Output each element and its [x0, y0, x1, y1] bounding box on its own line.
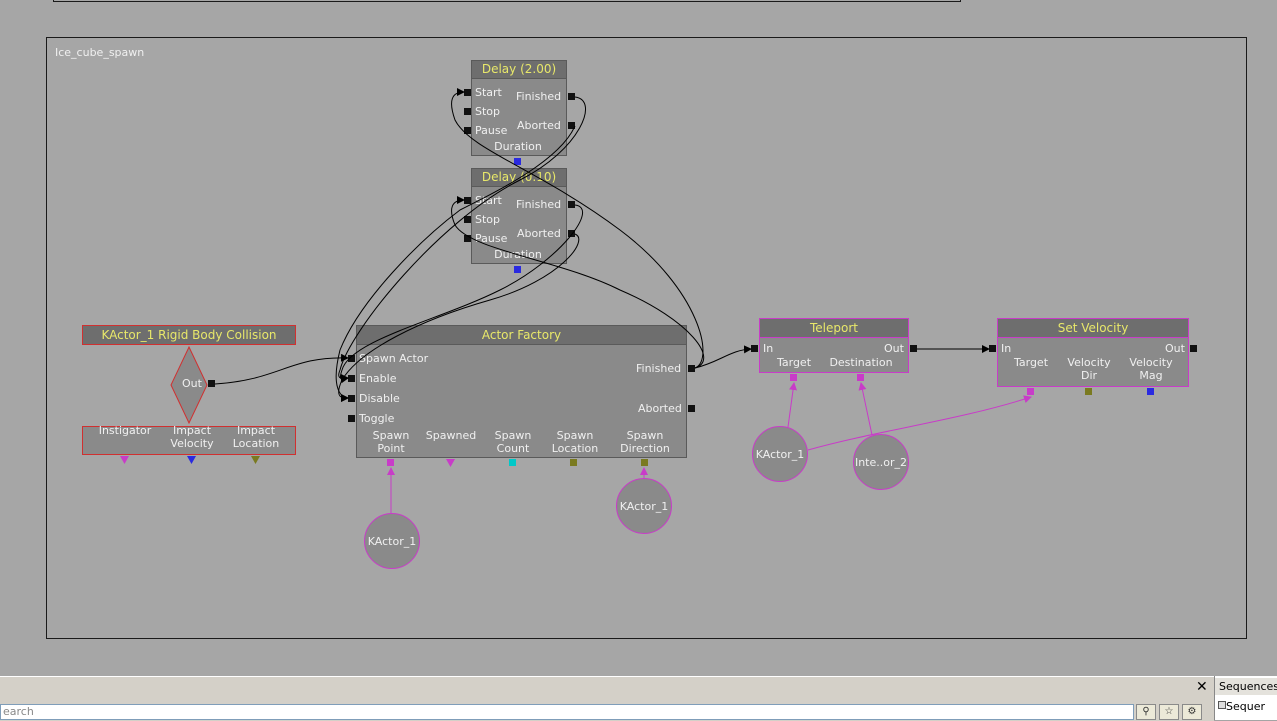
set-velocity-dir-pin[interactable] — [1085, 388, 1092, 395]
set-velocity-in-pin[interactable] — [989, 345, 996, 352]
sequences-panel-title: Sequences — [1215, 678, 1277, 695]
delay-1-stop-pin[interactable] — [464, 108, 471, 115]
search-input[interactable]: earch — [0, 704, 1134, 720]
spawn-actor-pin[interactable] — [348, 355, 355, 362]
set-velocity-out-pin[interactable] — [1190, 345, 1197, 352]
set-velocity-target-pin[interactable] — [1027, 388, 1034, 395]
event-title[interactable]: KActor_1 Rigid Body Collision — [82, 325, 296, 345]
enable-label: Enable — [359, 372, 397, 385]
delay-2-aborted-label: Aborted — [517, 227, 561, 240]
kactor-spawnpoint-variable[interactable]: KActor_1 — [364, 513, 420, 569]
spawn-count-pin[interactable] — [509, 459, 516, 466]
delay-2-finished-pin[interactable] — [568, 201, 575, 208]
delay-1-finished-label: Finished — [516, 90, 562, 103]
set-velocity-out-label: Out — [1165, 342, 1185, 355]
spawn-actor-label: Spawn Actor — [359, 352, 429, 365]
teleport-destination-label: Destination — [829, 356, 893, 369]
delay-2-duration-pin[interactable] — [514, 266, 521, 273]
spawn-location-pin[interactable] — [570, 459, 577, 466]
upper-frame-edge — [53, 0, 961, 2]
teleport-in-pin[interactable] — [751, 345, 758, 352]
event-var-instigator: Instigator — [98, 424, 152, 437]
factory-aborted-label: Aborted — [638, 402, 682, 415]
sequence-title: Ice_cube_spawn — [55, 46, 145, 59]
spawn-direction-pin[interactable] — [641, 459, 648, 466]
delay-2-stop-label: Stop — [475, 213, 501, 226]
sequence-frame[interactable] — [46, 37, 1247, 639]
delay-2-start-pin[interactable] — [464, 197, 471, 204]
delay-1-duration-pin[interactable] — [514, 158, 521, 165]
star-icon[interactable]: ☆ — [1159, 704, 1179, 720]
kactor-teleport-variable[interactable]: KActor_1 — [752, 426, 808, 482]
connection-wires — [214, 88, 1032, 513]
delay-1-aborted-pin[interactable] — [568, 122, 575, 129]
teleport-target-pin[interactable] — [790, 374, 797, 381]
enable-pin[interactable] — [348, 375, 355, 382]
delay-2-finished-label: Finished — [516, 198, 562, 211]
interp-actor-variable[interactable]: Inte..or_2 — [853, 434, 909, 490]
kactor-direction-variable[interactable]: KActor_1 — [616, 478, 672, 534]
event-vars-body[interactable] — [82, 426, 296, 455]
delay-2-pause-label: Pause — [475, 232, 508, 245]
actor-factory-body[interactable] — [356, 345, 687, 458]
spawn-point-pin[interactable] — [387, 459, 394, 466]
delay-2-aborted-pin[interactable] — [568, 230, 575, 237]
toggle-pin[interactable] — [348, 415, 355, 422]
teleport-in-label: In — [763, 342, 774, 355]
delay-1-start-label: Start — [475, 86, 502, 99]
event-diamond[interactable] — [170, 346, 208, 424]
options-icon[interactable]: ⚙ — [1182, 704, 1202, 720]
delay-1-aborted-label: Aborted — [517, 119, 561, 132]
delay-2-pause-pin[interactable] — [464, 235, 471, 242]
delay-1-pause-pin[interactable] — [464, 127, 471, 134]
factory-finished-pin[interactable] — [688, 365, 695, 372]
teleport-out-pin[interactable] — [910, 345, 917, 352]
delay-1-title[interactable]: Delay (2.00) — [471, 60, 567, 79]
teleport-target-label: Target — [776, 356, 812, 369]
delay-1-pause-label: Pause — [475, 124, 508, 137]
delay-1-finished-pin[interactable] — [568, 93, 575, 100]
event-out-label: Out — [182, 377, 202, 390]
set-velocity-mag-pin[interactable] — [1147, 388, 1154, 395]
set-velocity-body[interactable] — [997, 338, 1189, 387]
set-velocity-in-label: In — [1001, 342, 1012, 355]
factory-finished-label: Finished — [636, 362, 682, 375]
tree-node-icon[interactable] — [1218, 701, 1226, 709]
toggle-label: Toggle — [359, 412, 395, 425]
teleport-destination-pin[interactable] — [857, 374, 864, 381]
factory-var-spawned: Spawned — [425, 429, 477, 442]
set-velocity-title[interactable]: Set Velocity — [997, 318, 1189, 338]
event-out-pin[interactable] — [208, 380, 215, 387]
delay-2-stop-pin[interactable] — [464, 216, 471, 223]
teleport-out-label: Out — [884, 342, 904, 355]
search-icon[interactable]: ⚲ — [1136, 704, 1156, 720]
set-velocity-target-label: Target — [1013, 356, 1049, 369]
sequence-tree-item[interactable]: Sequer — [1226, 700, 1265, 713]
delay-2-title[interactable]: Delay (0.10) — [471, 168, 567, 187]
delay-1-start-pin[interactable] — [464, 89, 471, 96]
delay-1-stop-label: Stop — [475, 105, 501, 118]
spawned-pin[interactable] — [446, 459, 456, 468]
event-var-pins[interactable] — [119, 456, 269, 466]
close-icon[interactable]: ✕ — [1196, 679, 1208, 695]
teleport-title[interactable]: Teleport — [759, 318, 909, 338]
actor-factory-title[interactable]: Actor Factory — [356, 325, 687, 345]
factory-aborted-pin[interactable] — [688, 405, 695, 412]
disable-pin[interactable] — [348, 395, 355, 402]
delay-1-body[interactable] — [471, 79, 567, 156]
disable-label: Disable — [359, 392, 400, 405]
teleport-body[interactable] — [759, 338, 909, 373]
delay-1-duration-label: Duration — [494, 140, 542, 153]
